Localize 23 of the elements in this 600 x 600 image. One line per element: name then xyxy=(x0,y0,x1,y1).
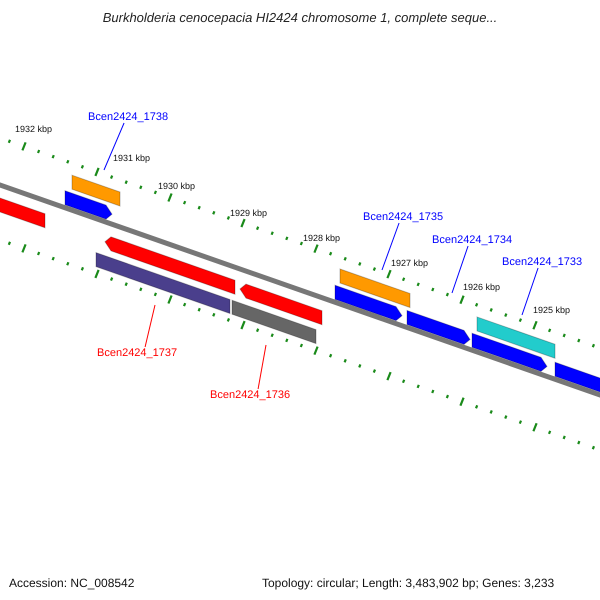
leader-line xyxy=(382,222,400,270)
scale-label: 1929 kbp xyxy=(230,208,268,218)
gene-label: Bcen2424_1735 xyxy=(363,211,444,223)
gene-label: Bcen2424_1736 xyxy=(210,389,290,401)
title: Burkholderia cenocepacia HI2424 chromosome 1, complete seque... xyxy=(102,10,498,25)
leader-line xyxy=(104,122,125,170)
scale-label: 1931 kbp xyxy=(113,153,150,163)
gene-label: Bcen2424_1734 xyxy=(432,234,512,246)
leader-line xyxy=(522,268,539,316)
leader-line xyxy=(144,304,156,348)
scale-label: 1925 kbp xyxy=(533,305,570,315)
scale-label: 1928 kbp xyxy=(303,233,340,243)
scale-label: 1930 kbp xyxy=(158,181,196,191)
leader-line xyxy=(452,246,469,294)
gene-label: Bcen2424_1738 xyxy=(88,111,168,123)
gene-label: Bcen2424_1737 xyxy=(97,347,178,359)
footer-text: Accession: NC_008542 xyxy=(9,576,134,590)
scale-label: 1926 kbp xyxy=(463,282,500,292)
leader-line xyxy=(258,344,266,390)
scale-label: 1932 kbp xyxy=(15,124,52,134)
gene-label: Bcen2424_1733 xyxy=(502,256,582,268)
footer-text: Topology: circular; Length: 3,483,902 bp; Genes: 3,233 xyxy=(262,576,554,590)
scale-label: 1927 kbp xyxy=(391,258,428,268)
